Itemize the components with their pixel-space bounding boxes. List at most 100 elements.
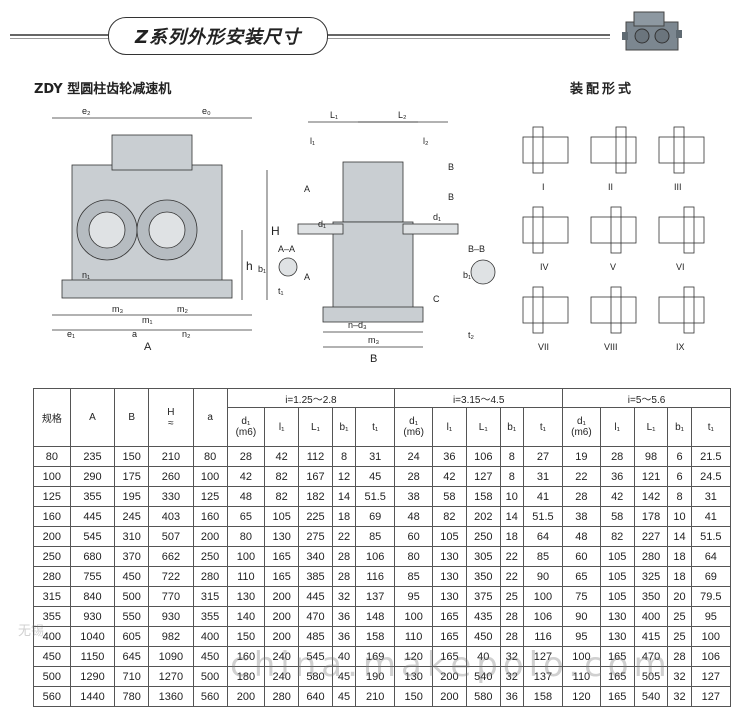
table-cell: 60 [394, 526, 433, 547]
table-cell: 315 [33, 586, 71, 607]
th-t1-g2: t₁ [522, 407, 564, 447]
table-cell: 42 [599, 486, 635, 507]
label-L2: L₂ [398, 110, 407, 120]
label-A-bottom: A [304, 272, 310, 282]
table-cell: 165 [432, 606, 467, 627]
table-cell: 280 [192, 566, 228, 587]
table-cell: 130 [264, 526, 300, 547]
table-cell: 10 [499, 486, 524, 507]
table-cell: 69 [690, 566, 732, 587]
table-cell: 8 [499, 466, 524, 487]
table-cell: 32 [499, 646, 524, 667]
table-cell: 127 [465, 466, 501, 487]
roman-8: VIII [604, 342, 618, 352]
table-cell: 18 [667, 546, 692, 567]
table-cell: 150 [226, 626, 266, 647]
table-cell: 105 [599, 546, 635, 567]
table-cell: 130 [599, 626, 635, 647]
table-cell: 95 [562, 626, 601, 647]
table-cell: 165 [599, 646, 635, 667]
table-cell: 930 [148, 606, 194, 627]
table-cell: 227 [633, 526, 669, 547]
table-cell: 260 [148, 466, 194, 487]
assembly-form-3: III [658, 126, 705, 192]
table-cell: 127 [690, 666, 732, 687]
table-cell: 85 [355, 526, 396, 547]
table-cell: 48 [394, 506, 433, 527]
th-B: B [114, 388, 150, 447]
table-cell: 160 [226, 646, 266, 667]
table-cell: 85 [522, 546, 564, 567]
assembly-form-5: V [590, 206, 637, 272]
table-cell: 22 [499, 566, 524, 587]
table-cell: 48 [226, 486, 266, 507]
table-cell: 1360 [148, 686, 194, 707]
table-cell: 25 [667, 626, 692, 647]
th-group-1: i=1.25～2.8 [226, 388, 396, 408]
table-cell: 200 [33, 526, 71, 547]
th-l1-g2: l₁ [432, 407, 467, 447]
table-cell: 140 [226, 606, 266, 627]
table-cell: 100 [192, 466, 228, 487]
table-cell: 36 [499, 686, 524, 707]
table-cell: 325 [633, 566, 669, 587]
table-cell: 250 [33, 546, 71, 567]
table-cell: 780 [114, 686, 150, 707]
table-cell: 137 [355, 586, 396, 607]
th-A: A [69, 388, 116, 447]
table-cell: 106 [355, 546, 396, 567]
table-cell: 22 [331, 526, 357, 547]
table-cell: 28 [562, 486, 601, 507]
table-cell: 722 [148, 566, 194, 587]
table-cell: 500 [33, 666, 71, 687]
label-H: H [271, 224, 280, 238]
table-cell: 167 [298, 466, 333, 487]
table-cell: 64 [522, 526, 564, 547]
table-cell: 41 [690, 506, 732, 527]
table-cell: 150 [394, 686, 433, 707]
header-tab-title: Z系列外形安装尺寸 [134, 27, 302, 48]
table-cell: 19 [562, 446, 601, 467]
table-cell: 45 [355, 466, 396, 487]
table-cell: 605 [114, 626, 150, 647]
reducer-photo [622, 11, 682, 51]
table-cell: 110 [562, 666, 601, 687]
label-e1: e₁ [67, 329, 75, 339]
table-cell: 18 [667, 566, 692, 587]
table-cell: 82 [432, 506, 467, 527]
th-t1-g3: t₁ [690, 407, 732, 447]
assembly-form-8: VIII [590, 286, 637, 352]
table-cell: 350 [465, 566, 501, 587]
label-t2: t₂ [468, 330, 475, 340]
label-n2: n₂ [182, 329, 191, 339]
th-d1-g2: d₁(m6) [394, 407, 433, 447]
table-cell: 202 [465, 506, 501, 527]
table-cell: 580 [465, 686, 501, 707]
table-cell: 680 [69, 546, 116, 567]
table-cell: 80 [33, 446, 71, 467]
table-cell: 38 [562, 506, 601, 527]
table-cell: 385 [298, 566, 333, 587]
table-cell: 1290 [69, 666, 116, 687]
label-d1-left: d₁ [318, 219, 326, 229]
table-cell: 18 [331, 506, 357, 527]
table-cell: 560 [192, 686, 228, 707]
table-cell: 51.5 [522, 506, 564, 527]
table-cell: 36 [331, 606, 357, 627]
table-cell: 450 [114, 566, 150, 587]
table-cell: 110 [394, 626, 433, 647]
table-cell: 150 [114, 446, 150, 467]
table-cell: 85 [394, 566, 433, 587]
table-cell: 640 [298, 686, 333, 707]
table-cell: 22 [562, 466, 601, 487]
table-cell: 470 [633, 646, 669, 667]
table-cell: 105 [432, 526, 467, 547]
table-cell: 200 [264, 606, 300, 627]
table-cell: 14 [667, 526, 692, 547]
